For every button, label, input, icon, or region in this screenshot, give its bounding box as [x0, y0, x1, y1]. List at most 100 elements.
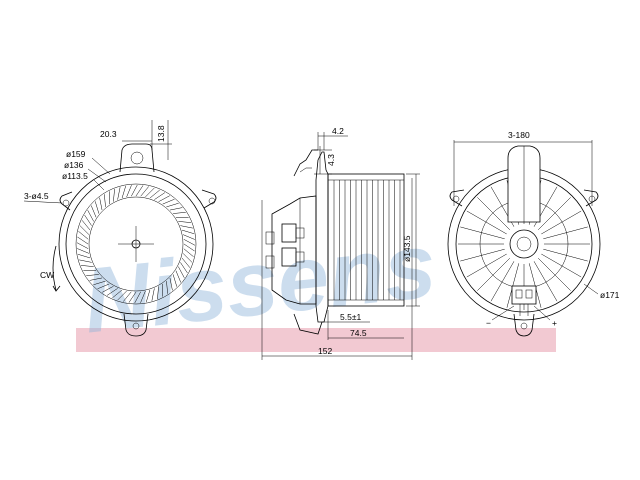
fan-blade [81, 220, 91, 231]
fan-blade [169, 207, 183, 211]
fan-blade [117, 187, 121, 200]
front-right-tab [201, 189, 217, 209]
rear-dim-dia: ø171 [600, 290, 620, 300]
front-fan-blades [76, 184, 196, 304]
rear-rib [466, 253, 507, 278]
fan-blade [102, 286, 114, 293]
side-dim-152: 152 [318, 346, 332, 356]
rotation-arrow [52, 245, 57, 291]
fan-blade [166, 202, 179, 208]
fan-blade [112, 289, 123, 299]
side-dim-4-2: 4.2 [332, 126, 344, 136]
front-top-tab [119, 143, 155, 173]
fan-blade [154, 192, 166, 200]
fan-blade [182, 253, 193, 263]
rear-right-tab [583, 189, 599, 207]
fan-blade [166, 281, 168, 294]
rear-rib [477, 257, 511, 291]
fan-blade [146, 289, 151, 303]
fan-blade [87, 210, 94, 222]
rear-rib [466, 210, 507, 235]
rear-rib [541, 210, 582, 235]
fan-blade [140, 186, 149, 197]
front-dia-159: ø159 [66, 149, 86, 159]
front-top-hole [130, 151, 144, 165]
fan-blade [77, 248, 90, 254]
fan-blade [162, 198, 175, 205]
fan-blade [151, 288, 155, 301]
fan-blade [131, 184, 138, 197]
fan-blade [117, 290, 127, 301]
fan-blade [145, 187, 155, 198]
front-left-tab [59, 191, 73, 211]
rear-rib [537, 257, 571, 291]
front-right-hole [208, 197, 216, 205]
side-top-bracket [293, 149, 318, 177]
fan-blade [94, 201, 100, 214]
fan-blade [77, 236, 89, 245]
front-bottom-hole [132, 322, 140, 330]
rear-rib [537, 197, 571, 231]
fan-blade [178, 221, 192, 223]
side-fan-blades [328, 179, 404, 301]
fan-blade [180, 225, 193, 229]
front-dim-height: 13.8 [156, 125, 166, 142]
fan-blade [113, 188, 115, 202]
fan-blade [126, 185, 132, 198]
fan-blade [149, 189, 160, 199]
front-dim-width: 20.3 [100, 129, 117, 139]
fan-blade [80, 265, 94, 267]
fan-blade [157, 286, 159, 300]
fan-blade [90, 205, 97, 218]
fan-blade [121, 185, 126, 199]
fan-blade [182, 234, 195, 240]
fan-blade [169, 277, 173, 291]
fan-blade [173, 212, 186, 214]
fan-blade [106, 288, 118, 296]
rear-rib [490, 261, 515, 302]
fan-blade [140, 290, 146, 303]
fan-blade [76, 242, 89, 249]
fan-blade [104, 194, 106, 207]
fan-blade [79, 259, 92, 263]
fan-blade [180, 262, 188, 274]
fan-blade [84, 214, 92, 226]
rear-rib [460, 226, 505, 240]
rear-connector [511, 285, 537, 305]
fan-blade [172, 274, 178, 287]
fan-blade [78, 231, 89, 240]
fan-blade [99, 197, 103, 211]
rear-dim-angle: 3-180 [508, 130, 530, 140]
rear-rib [460, 248, 505, 262]
side-view: 152 74.5 5.5±1 ø143.5 4.2 4.3 [261, 126, 420, 360]
fan-blade [181, 229, 195, 234]
fan-blade [183, 243, 195, 252]
fan-blade [135, 185, 144, 197]
fan-blade [97, 283, 110, 290]
side-motor-body [271, 195, 317, 305]
rear-left-tab [449, 189, 465, 207]
rear-rib [528, 263, 542, 308]
front-fan-inner [88, 196, 184, 292]
rear-plus-label: + [552, 318, 557, 328]
fan-blade [123, 291, 132, 302]
side-dim-4-3: 4.3 [326, 154, 336, 166]
fan-blade [181, 257, 191, 268]
front-bottom-tab [123, 313, 149, 337]
side-dim-gap: 5.5±1 [340, 312, 361, 322]
rear-rib [543, 248, 588, 262]
rear-minus-label: − [486, 318, 491, 328]
front-mid-circle [65, 173, 207, 315]
front-view: CW 20.3 13.8 ø159 ø136 ø113.5 3-ø4.5 [23, 120, 217, 337]
front-fan-outer [75, 183, 197, 305]
rear-rib [541, 253, 582, 278]
fan-blade [77, 254, 91, 259]
rear-rib [543, 226, 588, 240]
front-dia-136: ø136 [64, 160, 84, 170]
rear-bottom-tab [513, 313, 535, 337]
fan-blade [183, 239, 196, 246]
rear-rib [533, 261, 558, 302]
fan-blade [128, 291, 137, 303]
fan-blade [79, 225, 90, 235]
